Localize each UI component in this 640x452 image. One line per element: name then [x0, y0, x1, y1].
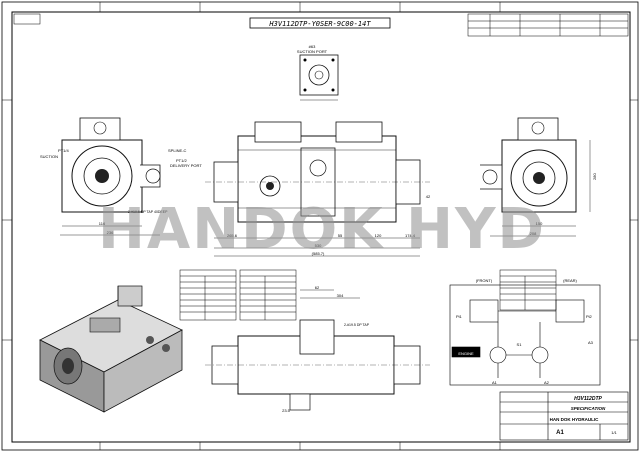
dim-265: 265.6 [227, 233, 238, 238]
dim-236: 236 [107, 230, 114, 235]
dim-304: 304 [337, 293, 344, 298]
circuit-a3: A3 [588, 340, 594, 345]
circuit-front: (FRONT) [476, 278, 493, 283]
dim-42: 42 [426, 194, 431, 199]
pt14-label: PT1/4 [58, 148, 69, 153]
circuit-pi2: Pi2 [586, 314, 593, 319]
dim-208: 208 [530, 231, 537, 236]
dim-530: 530 [315, 243, 322, 248]
dim-62: 62 [315, 285, 320, 290]
watermark: HANDOK HYD [98, 197, 546, 262]
suction-size-label: #63 [309, 44, 316, 49]
mount-tap-label: 2-#19.5 DP TAP 40DEEP [128, 210, 168, 214]
circuit-a1: A1 [492, 380, 498, 385]
spec-tables [179, 269, 557, 321]
front-main-view [205, 121, 430, 257]
bottom-mount-tap: 2-#19.5 DP TAP [344, 323, 370, 327]
dim-174: 174.4 [405, 233, 416, 238]
title-banner: H3V112DTP-Y0SER-9C00-14T [268, 20, 371, 28]
left-end-view [60, 117, 161, 236]
spline-label: SPLINE-C [168, 148, 187, 153]
revision-block-right [467, 13, 629, 37]
dim-280: 280 [592, 173, 597, 180]
dim-150: 150 [536, 221, 543, 226]
circuit-rear: (REAR) [563, 278, 577, 283]
title-sheet: 1/1 [611, 430, 617, 435]
title-block [499, 391, 629, 441]
circuit-a2: A2 [544, 380, 550, 385]
title-model: H3V112DTP [574, 396, 602, 402]
suction-flange-view [299, 54, 339, 101]
dim-55: 55 [338, 233, 343, 238]
circuit-engine: ENGINE [458, 351, 474, 356]
circuit-s1: S1 [517, 342, 523, 347]
inner-border [11, 11, 631, 443]
circuit-pi1: Pi1 [456, 314, 463, 319]
title-doc-type: SPECIFICATION [571, 406, 606, 411]
isometric-pump-view [39, 285, 183, 413]
dim-23: 23.5 [282, 408, 291, 413]
hydraulic-circuit [449, 284, 601, 386]
dim-585: (585.7) [312, 251, 325, 256]
bottom-view [205, 289, 430, 411]
title-size: A1 [556, 430, 564, 436]
title-company: HAN DOK HYDRAULIC [550, 417, 599, 422]
pt12-label: PT1/2 [176, 158, 187, 163]
right-end-view [480, 117, 591, 237]
delivery-port-label: DELIVERY PORT [170, 163, 202, 168]
revision-block-left [13, 13, 41, 25]
title-banner-box [249, 17, 391, 29]
suction-left-label: SUCTION [40, 154, 58, 159]
dim-116: 116 [99, 221, 106, 226]
suction-port-label: SUCTION PORT [297, 49, 328, 54]
dim-120: 120 [375, 233, 382, 238]
